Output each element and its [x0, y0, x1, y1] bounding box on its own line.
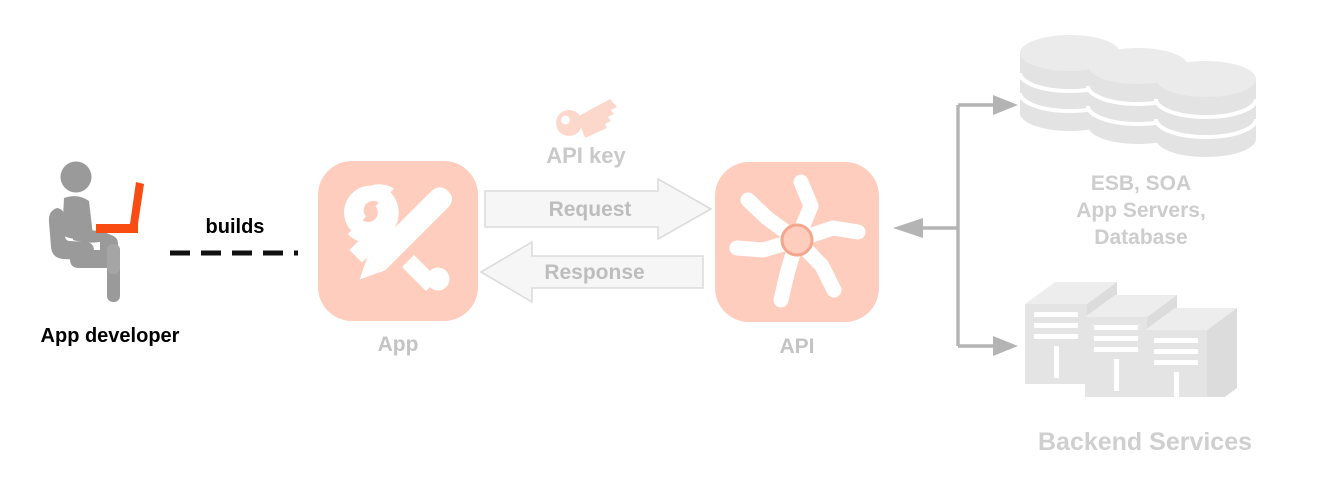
backend-services-label: Backend Services: [1037, 428, 1253, 456]
api-hub-star-icon: [729, 174, 866, 308]
database-label-line-3: Database: [1094, 226, 1188, 249]
builds-dashed-connector: [168, 244, 300, 256]
app-tile[interactable]: [318, 161, 478, 321]
arrowhead-right-top: [993, 95, 1018, 115]
response-arrow: [479, 240, 704, 304]
request-arrow: [484, 177, 713, 241]
database-label-line-2: App Servers,: [1076, 199, 1206, 222]
app-developer-label: App developer: [40, 325, 180, 347]
app-developer-icon: [40, 160, 185, 310]
api-label: API: [779, 335, 815, 358]
wrench-and-pencil-icon: [344, 184, 453, 291]
database-label-line-1: ESB, SOA: [1090, 172, 1192, 195]
arrowhead-left-middle: [893, 218, 923, 238]
api-key-label: API key: [546, 143, 626, 168]
database-stack-icon: [1018, 33, 1260, 160]
api-tile[interactable]: [715, 162, 879, 322]
block-arrow-right-icon: [484, 177, 713, 241]
app-label: App: [377, 333, 419, 356]
api-key-icon: [556, 96, 618, 138]
backend-connectors: [885, 90, 1020, 360]
block-arrow-left-icon: [479, 240, 704, 304]
database-label: ESB, SOA App Servers, Database: [1020, 170, 1262, 251]
request-label: Request: [548, 198, 632, 221]
arrowhead-right-bottom: [993, 336, 1018, 356]
response-label: Response: [544, 261, 645, 284]
server-racks-icon: [1025, 282, 1263, 410]
builds-label: builds: [205, 216, 265, 238]
